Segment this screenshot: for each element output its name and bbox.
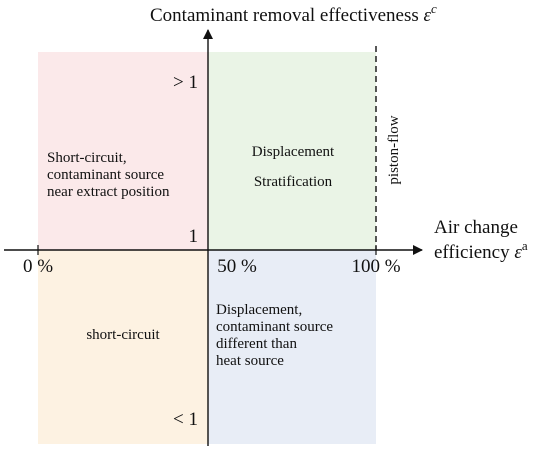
region-bottom-right-line: heat source <box>216 353 284 369</box>
y-tick-gt1: > 1 <box>173 72 198 93</box>
y-tick-1: 1 <box>189 226 199 247</box>
x-tick-0: 0 % <box>23 256 53 277</box>
region-top-right-line: Displacement <box>252 144 335 160</box>
x-tick-50: 50 % <box>217 256 257 277</box>
x-axis-title-line2: efficiency εa <box>434 238 528 263</box>
region-bottom-left-text: short-circuit <box>86 327 160 343</box>
region-top-left-text: Short-circuit, contaminant source near e… <box>47 150 170 200</box>
y-tick-lt1: < 1 <box>173 409 198 430</box>
region-bottom-left <box>38 250 208 444</box>
region-bottom-right-line: Displacement, <box>216 302 302 318</box>
region-bottom-right-text: Displacement, contaminant source differe… <box>216 302 333 369</box>
region-bottom-right-line: different than <box>216 336 297 352</box>
y-axis-title: Contaminant removal effectiveness εc <box>150 1 437 26</box>
region-top-right-text: Displacement Stratification <box>252 144 335 190</box>
region-bottom-right <box>208 250 376 444</box>
x-tick-100: 100 % <box>351 256 400 277</box>
region-bottom-left-line: short-circuit <box>86 327 160 343</box>
region-top-left-line: near extract position <box>47 184 170 200</box>
region-top-right-line: Stratification <box>254 174 333 190</box>
region-bottom-right-line: contaminant source <box>216 319 333 335</box>
region-top-left-line: contaminant source <box>47 167 164 183</box>
region-top-right <box>208 52 376 250</box>
region-top-left-line: Short-circuit, <box>47 150 127 166</box>
piston-flow-label: piston-flow <box>386 115 402 184</box>
x-axis-title-line1: Air change <box>434 217 518 238</box>
region-top-left <box>38 52 208 250</box>
